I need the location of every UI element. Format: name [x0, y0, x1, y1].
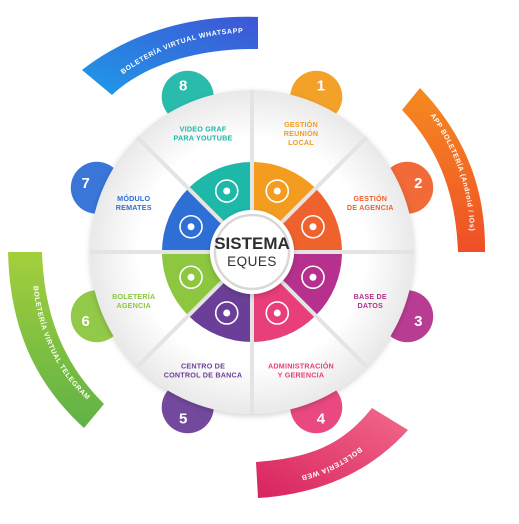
segment-label: PARA YOUTUBE [174, 134, 233, 143]
segment-label: GESTIÓN [353, 194, 387, 203]
segment-label: CENTRO DE [181, 361, 225, 370]
segment-label: GESTIÓN [284, 120, 318, 129]
segment-inner-wedge [162, 252, 223, 316]
segment-label: Y GERENCIA [278, 370, 325, 379]
segment-number: 3 [414, 313, 422, 330]
segment-number: 5 [179, 410, 187, 427]
bank-icon [214, 301, 239, 325]
segment-divider [136, 136, 224, 224]
manager-icon [265, 301, 290, 325]
segment-label: DE AGENCIA [347, 203, 394, 212]
segment-label: ADMINISTRACIÓN [268, 361, 334, 370]
segment-divider [280, 280, 368, 368]
segment-inner-wedge [252, 281, 316, 342]
video-icon [214, 179, 239, 203]
segment-label: LOCAL [288, 138, 314, 147]
segment-inner-wedge [281, 252, 342, 316]
segment-label: DATOS [358, 301, 384, 310]
segment-label: MÓDULO [117, 194, 150, 203]
center-subtitle: EQUES [227, 254, 277, 269]
center-ring [213, 213, 291, 291]
segment-inner-wedge [162, 188, 223, 252]
segment-number: 1 [317, 78, 325, 95]
segment-number: 7 [82, 175, 90, 192]
segment-inner-wedge [252, 162, 316, 223]
gears-icon [301, 214, 325, 239]
center-circle [210, 210, 294, 294]
segment-label: VIDEO GRAF [180, 125, 227, 134]
segment-number: 2 [414, 175, 422, 192]
segment-inner-wedge [188, 162, 252, 223]
gavel-icon [179, 214, 203, 239]
segment-number: 8 [179, 78, 187, 95]
ticket-icon [179, 265, 203, 290]
segment-label: CONTROL DE BANCA [164, 370, 243, 379]
segment-label: AGENCIA [116, 301, 151, 310]
segment-inner-wedge [188, 281, 252, 342]
people-group-icon [265, 179, 290, 203]
segment-number: 4 [317, 410, 326, 427]
segment-number: 6 [82, 313, 90, 330]
segment-divider [136, 280, 224, 368]
segment-label: BOLETERÍA [112, 292, 155, 301]
segment-label: REUNIÓN [284, 129, 319, 138]
segment-label: REMATES [116, 203, 152, 212]
segment-inner-wedge [281, 188, 342, 252]
center-title: SISTEMA [214, 234, 290, 253]
database-icon [301, 265, 325, 290]
segment-label: BASE DE [354, 292, 387, 301]
segment-divider [280, 136, 368, 224]
